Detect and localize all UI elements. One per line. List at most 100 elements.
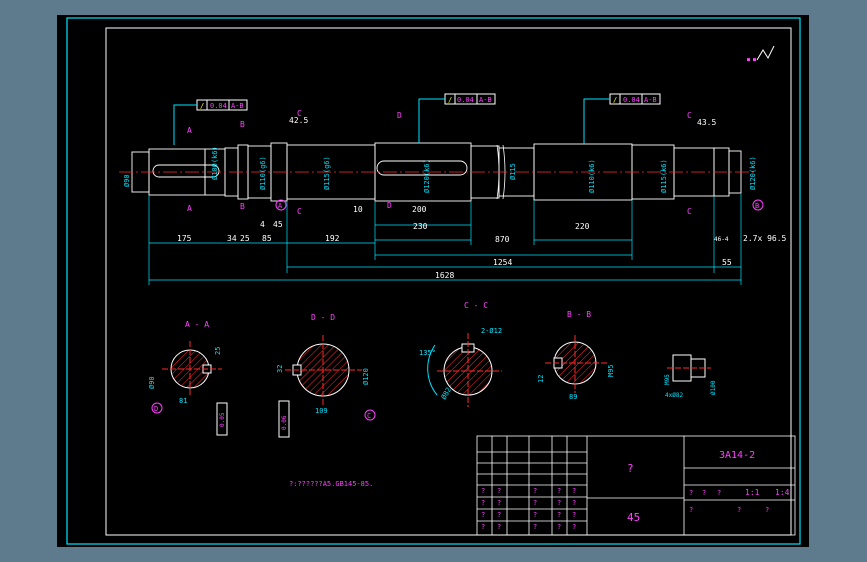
section-label-c-top: C: [297, 109, 302, 118]
svg-text:45: 45: [627, 511, 640, 524]
svg-text:B: B: [755, 202, 759, 210]
title-block-cell: ?: [497, 523, 501, 531]
svg-text:175: 175: [177, 234, 192, 243]
svg-text:870: 870: [495, 235, 510, 244]
tolerance-frame-1: / 0.04 A-B: [173, 99, 248, 145]
section-c-c: C - C 2-Ø12 135° Ø82: [419, 301, 502, 407]
title-block-cell: ?: [557, 499, 561, 507]
drawing-viewport[interactable]: ■ ■ A A B B C C D D: [57, 15, 809, 547]
svg-text:2-Ø12: 2-Ø12: [481, 327, 502, 335]
svg-text:Ø100: Ø100: [710, 380, 717, 395]
title-block-cell: ?: [572, 499, 576, 507]
svg-text:46-4: 46-4: [714, 236, 729, 243]
svg-text:0.06: 0.06: [281, 415, 288, 430]
svg-text:■ ■: ■ ■: [747, 57, 756, 63]
datum-markers: A B: [275, 199, 764, 211]
section-label-c2-top: C: [687, 111, 692, 120]
title-block-cell: ?: [533, 511, 537, 519]
title-block-cell: ?: [689, 506, 693, 514]
title-block-cell: ?: [702, 489, 706, 497]
section-b-b: B - B M95 89 12: [537, 310, 615, 401]
svg-text:109: 109: [315, 407, 328, 415]
section-label-b-bottom: B: [240, 202, 245, 211]
svg-text:42.5: 42.5: [289, 116, 308, 125]
svg-text:Ø110(g6): Ø110(g6): [259, 156, 267, 190]
svg-text:32: 32: [276, 365, 284, 373]
tolerance-frame-3: / 0.04 A-B: [583, 93, 661, 144]
svg-text:Ø115(k6): Ø115(k6): [660, 159, 668, 193]
svg-text:1:4: 1:4: [775, 488, 790, 497]
title-block-cell: ?: [557, 511, 561, 519]
title-block-cell: ?: [533, 523, 537, 531]
title-block-cell: ?: [481, 499, 485, 507]
svg-text:81: 81: [179, 397, 187, 405]
title-block-cells: ??????????????????????????: [481, 487, 769, 531]
title-block-cell: ?: [533, 499, 537, 507]
svg-text:C: C: [367, 412, 371, 420]
svg-text:Ø115: Ø115: [509, 163, 517, 180]
svg-text:0.04: 0.04: [457, 96, 474, 104]
section-labels: A A B B C C D D C C: [187, 109, 692, 216]
section-label-c2-bottom: C: [687, 207, 692, 216]
svg-text:A-B: A-B: [479, 96, 492, 104]
title-block-cell: ?: [689, 489, 693, 497]
svg-text:/: /: [448, 96, 452, 104]
section-d-d: D - D 32 Ø120 109 C 0.06: [276, 313, 376, 438]
title-block-cell: ?: [481, 487, 485, 495]
technical-note: ?:??????A5.GB145-85.: [289, 480, 373, 488]
title-block-cell: ?: [717, 489, 721, 497]
cad-drawing: ■ ■ A A B B C C D D: [66, 17, 801, 545]
svg-text:10: 10: [353, 205, 363, 214]
svg-text:200: 200: [412, 205, 427, 214]
svg-text:230: 230: [413, 222, 428, 231]
diameter-labels: Ø90 Ø100(k6) Ø110(g6) Ø115(g6) Ø120(k6) …: [123, 146, 757, 193]
title-block-cell: ?: [533, 487, 537, 495]
title-block-cell: ?: [497, 487, 501, 495]
svg-text:Ø120(k6): Ø120(k6): [423, 159, 431, 193]
section-title-cc: C - C: [464, 301, 488, 310]
dimension-lines: [148, 193, 742, 285]
svg-text:0.05: 0.05: [219, 412, 226, 427]
title-block-cell: ?: [557, 487, 561, 495]
section-label-d-bottom: D: [387, 201, 392, 210]
svg-text:Ø120: Ø120: [362, 368, 370, 385]
title-block-cell: ?: [497, 511, 501, 519]
title-block-cell: ?: [557, 523, 561, 531]
tolerance-frame-2: / 0.04 A-B: [418, 93, 496, 143]
svg-text:25: 25: [214, 347, 222, 355]
svg-text:?: ?: [627, 462, 634, 475]
svg-text:Ø110(k6): Ø110(k6): [588, 159, 596, 193]
svg-text:220: 220: [575, 222, 590, 231]
svg-text:1:1: 1:1: [745, 488, 760, 497]
title-block: ? 45 3A14-2 1:1 1:4: [476, 435, 796, 536]
svg-text:12: 12: [537, 375, 545, 383]
end-detail-view: M95 4xØ82 Ø100: [664, 354, 717, 399]
svg-text:A-B: A-B: [644, 96, 657, 104]
svg-text:D: D: [154, 405, 158, 413]
svg-text:Ø100(k6): Ø100(k6): [211, 146, 219, 180]
section-title-aa: A - A: [185, 320, 209, 329]
svg-text:M95: M95: [664, 374, 671, 385]
svg-text:1254: 1254: [493, 258, 512, 267]
svg-text:192: 192: [325, 234, 340, 243]
title-block-cell: ?: [572, 511, 576, 519]
svg-text:Ø120(k6): Ø120(k6): [749, 156, 757, 190]
svg-text:34: 34: [227, 234, 237, 243]
svg-text:0.04: 0.04: [623, 96, 640, 104]
title-block-cell: ?: [737, 506, 741, 514]
svg-text:55: 55: [722, 258, 732, 267]
svg-text:3A14-2: 3A14-2: [719, 450, 755, 461]
svg-text:Ø115(g6): Ø115(g6): [323, 156, 331, 190]
svg-text:/: /: [613, 96, 617, 104]
svg-text:85: 85: [262, 234, 272, 243]
svg-text:2.7x 96.5: 2.7x 96.5: [743, 234, 787, 243]
svg-text:0.04: 0.04: [210, 102, 227, 110]
inner-border: [105, 27, 792, 536]
roughness-symbol: ■ ■: [747, 45, 775, 63]
section-label-c-bottom: C: [297, 207, 302, 216]
section-label-d-top: D: [397, 111, 402, 120]
svg-text:43.5: 43.5: [697, 118, 716, 127]
svg-text:4: 4: [260, 220, 265, 229]
svg-text:M95: M95: [607, 364, 615, 377]
svg-text:1628: 1628: [435, 271, 454, 280]
